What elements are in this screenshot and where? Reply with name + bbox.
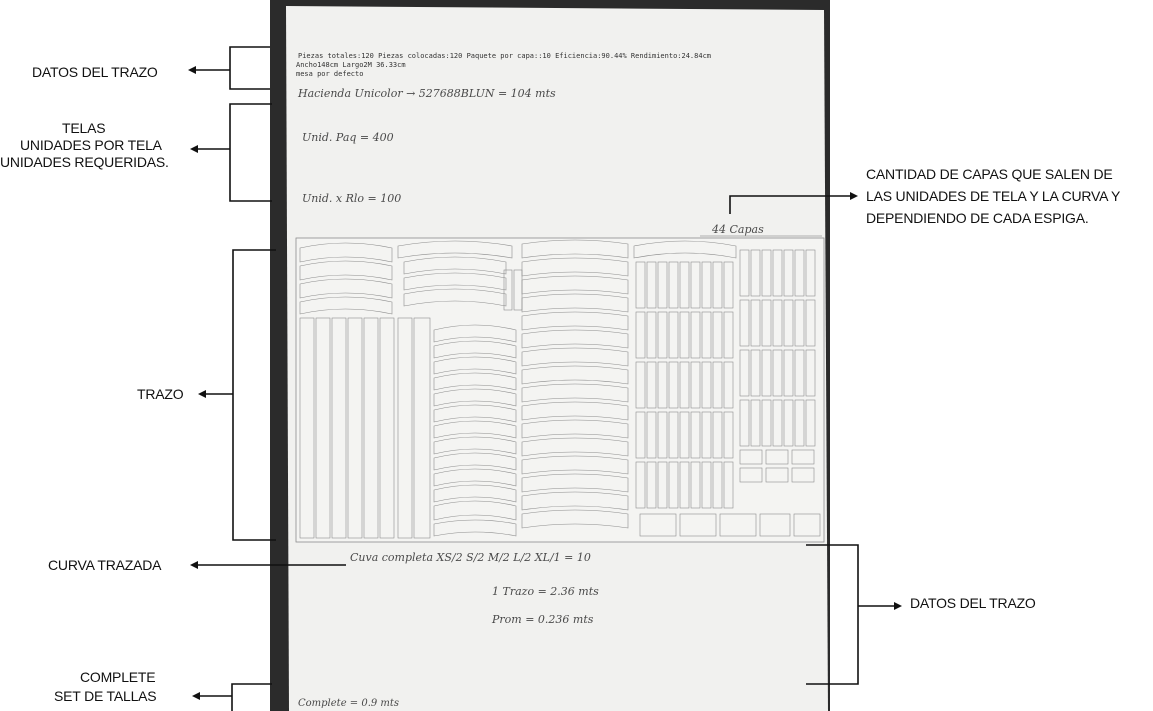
handwritten-layers: 44 Capas (711, 223, 764, 236)
label-capas-line1: CANTIDAD DE CAPAS QUE SALEN DE (866, 166, 1113, 182)
handwritten-marker-length: 1 Trazo = 2.36 mts (492, 585, 599, 598)
label-curva-trazada: CURVA TRAZADA (48, 557, 162, 573)
label-capas-line3: DEPENDIENDO DE CADA ESPIGA. (866, 210, 1089, 226)
label-unidades-requeridas: UNIDADES REQUERIDAS. (0, 154, 169, 170)
handwritten-size-curve: Cuva completa XS/2 S/2 M/2 L/2 XL/1 = 10 (350, 551, 591, 564)
marker-pieces-center (521, 239, 629, 529)
bracket-complete (192, 683, 272, 711)
handwritten-fabric: Hacienda Unicolor → 527688BLUN = 104 mts (297, 87, 556, 100)
label-complete: COMPLETE (80, 669, 155, 685)
handwritten-units-per-roll: Unid. x Rlo = 100 (302, 192, 401, 205)
printed-marker-size: Ancho148cm Largo2M 36.33cm (296, 61, 406, 69)
label-trazo: TRAZO (137, 386, 184, 402)
label-telas: TELAS (62, 120, 105, 136)
label-datos-trazo-bottom: DATOS DEL TRAZO (910, 595, 1036, 611)
bracket-datos-trazo-top (188, 46, 270, 90)
printed-table-name: mesa por defecto (296, 70, 363, 78)
handwritten-complete: Complete = 0.9 mts (298, 698, 399, 709)
label-set-de-tallas: SET DE TALLAS (54, 688, 156, 704)
marker-layout (295, 237, 825, 543)
marker-pieces-arcs-a (397, 240, 523, 537)
printed-marker-stats: Piezas totales:120 Piezas colocadas:120 … (298, 52, 711, 60)
label-datos-trazo-top: DATOS DEL TRAZO (32, 64, 158, 80)
handwritten-units-per-package: Unid. Paq = 400 (302, 131, 394, 144)
paper-photo: Piezas totales:120 Piezas colocadas:120 … (270, 0, 830, 711)
label-unidades-por-tela: UNIDADES POR TELA (20, 137, 163, 153)
label-capas-line2: LAS UNIDADES DE TELA Y LA CURVA Y (866, 188, 1121, 204)
bracket-datos-trazo-bottom (806, 544, 902, 685)
marker-pieces-right (633, 240, 821, 537)
marker-frame (295, 237, 825, 543)
arrow-curva-trazada (190, 561, 346, 569)
bracket-telas (190, 103, 272, 202)
arrow-capas (729, 192, 858, 214)
bracket-trazo (198, 249, 276, 541)
marker-pieces-left (299, 242, 431, 539)
handwritten-average: Prom = 0.236 mts (491, 613, 594, 626)
